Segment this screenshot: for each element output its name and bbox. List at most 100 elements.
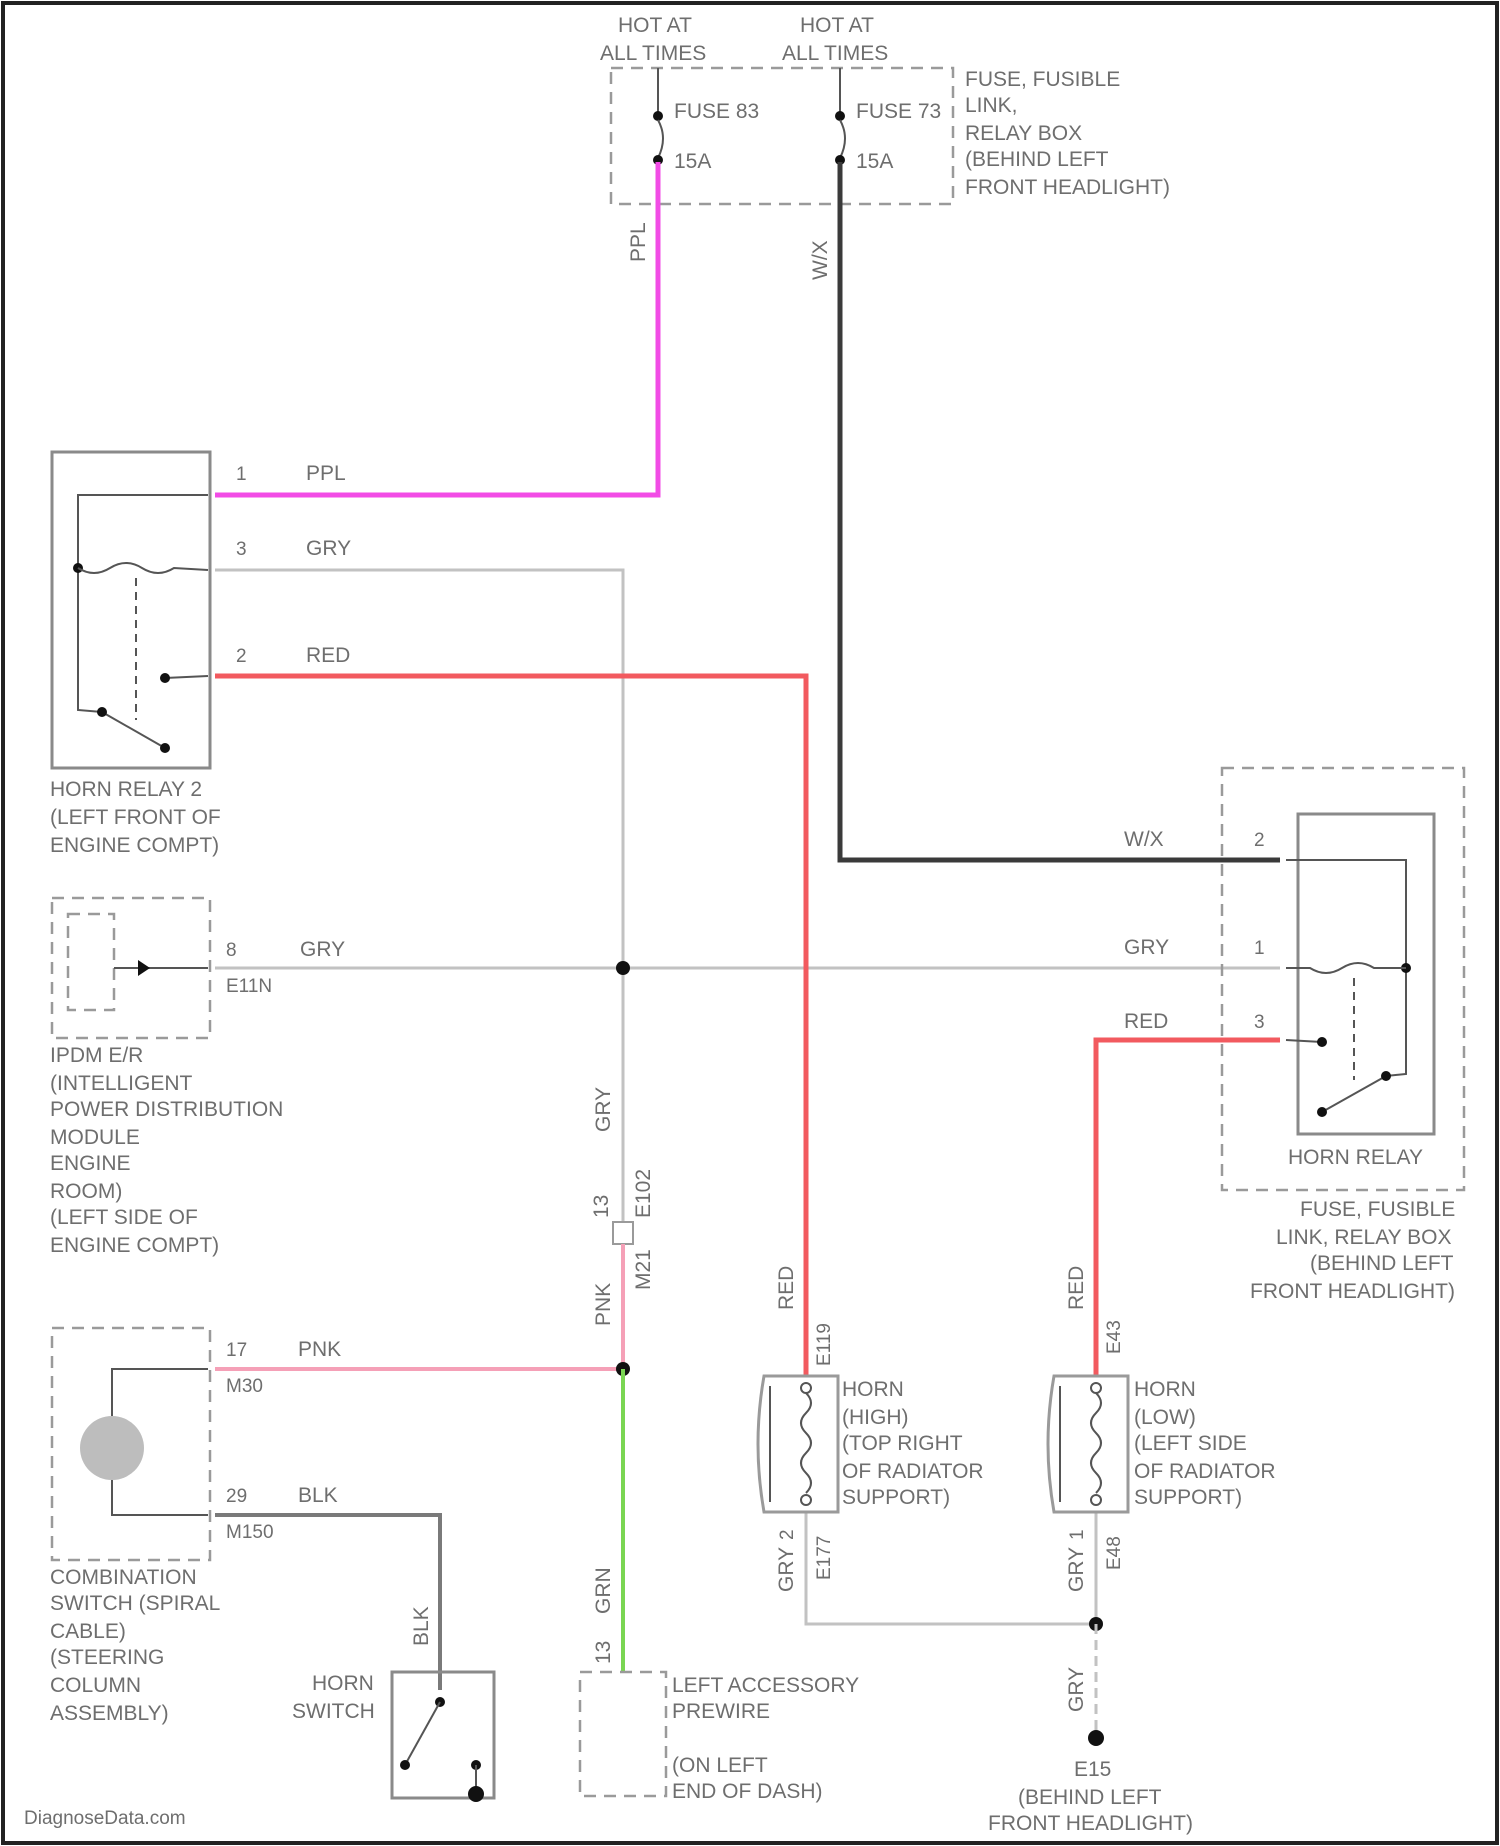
wire-red-horn-high [215,676,806,1376]
ipdm-connector-arrow [138,960,150,976]
ground-point [1088,1730,1104,1746]
horn-high-label-5: SUPPORT) [842,1486,950,1509]
horn-relay-coil [1286,963,1406,973]
horn-high-pin-bottom: 2 [777,1529,798,1540]
fuse-73-rating: 15A [856,150,893,173]
horn-switch-label-1: HORN [312,1672,374,1695]
watermark: DiagnoseData.com [24,1808,186,1829]
combination-switch-label-1: COMBINATION [50,1566,197,1589]
fuse-box-label-4: (BEHIND LEFT [965,148,1109,171]
wire-label-grn-pin: 13 [592,1641,615,1664]
fuse-box-label-1: FUSE, FUSIBLE [965,68,1120,91]
wire-label-pnk-vertical: PNK [592,1283,615,1326]
fuse-73-symbol [840,120,845,158]
ipdm-label-5: ENGINE [50,1152,131,1175]
combination-switch-conn-bottom: M150 [226,1522,274,1543]
fuse-73-name: FUSE 73 [856,100,941,123]
wire-label-grn-vertical: GRN [592,1567,615,1614]
wire-pnk [215,1244,623,1369]
accessory-prewire: LEFT ACCESSORY PREWIRE (ON LEFT END OF D… [580,1672,859,1803]
wire-label-gry-horn-low-out: GRY [1065,1547,1088,1592]
wire-wx [840,162,1280,860]
horn-high-label-3: (TOP RIGHT [842,1432,963,1455]
wire-ppl [215,162,658,495]
wire-label-ppl-vertical: PPL [627,222,650,262]
horn-relay-label: HORN RELAY [1288,1146,1423,1169]
horn-high-terminal-bottom [801,1495,811,1505]
fuse-83-name: FUSE 83 [674,100,759,123]
hot-at-all-times-1-line1: HOT AT [618,14,692,37]
horn-low-label-2: (LOW) [1134,1406,1196,1429]
fuse-83-symbol [658,120,663,158]
horn-relay-2-outline [52,452,210,768]
accessory-location-1: (ON LEFT [672,1754,768,1777]
combination-switch-label-2: SWITCH (SPIRAL [50,1592,220,1615]
ipdm-label-7: (LEFT SIDE OF [50,1206,198,1229]
wire-label-gry-ground: GRY [1065,1667,1088,1712]
ground-label-2: (BEHIND LEFT [1018,1786,1162,1809]
horn-relay-2-label-2: (LEFT FRONT OF [50,806,221,829]
fuse-83-rating: 15A [674,150,711,173]
inline-connector-pin: 13 [590,1195,613,1218]
wire-gry-relay2 [215,570,623,1222]
horn-relay-2-pin1-wire: PPL [306,462,346,485]
ipdm-connector: E11N [226,976,272,997]
combination-switch-label-3: CABLE) [50,1620,126,1643]
hot-at-all-times-1-line2: ALL TIMES [600,42,706,65]
hot-at-all-times-2-line1: HOT AT [800,14,874,37]
horn-relay-2-label-3: ENGINE COMPT) [50,834,219,857]
horn-relay-outline [1298,814,1434,1134]
inline-connector-id2: M21 [632,1249,655,1290]
fuse-box-top: HOT AT ALL TIMES HOT AT ALL TIMES FUSE 8… [600,14,1170,204]
horn-switch: HORN SWITCH [292,1672,494,1802]
horn-high-terminal-top [801,1383,811,1393]
horn-relay-pin3-wire: RED [1124,1010,1168,1033]
inline-connector-id: E102 [632,1169,655,1218]
wire-label-red-low-vertical: RED [1065,1266,1088,1310]
horn-relay-2-pin2-wire: RED [306,644,350,667]
horn-relay-pin1-wire: GRY [1124,936,1169,959]
horn-low-conn-top: E43 [1104,1320,1125,1354]
horn-high: E119 2 E177 HORN (HIGH) (TOP RIGHT OF RA… [758,1323,984,1580]
ground-label-1: E15 [1074,1758,1111,1781]
horn-low-label-5: SUPPORT) [1134,1486,1242,1509]
horn-switch-label-2: SWITCH [292,1700,375,1723]
horn-high-label-2: (HIGH) [842,1406,909,1429]
ipdm-pin: 8 [226,940,237,961]
fuse-box-label-5: FRONT HEADLIGHT) [965,176,1170,199]
horn-relay-box-label-3: (BEHIND LEFT [1310,1252,1454,1275]
hot-at-all-times-2-line2: ALL TIMES [782,42,888,65]
accessory-location-2: END OF DASH) [672,1780,823,1803]
horn-high-label-1: HORN [842,1378,904,1401]
accessory-label-1: LEFT ACCESSORY [672,1674,859,1697]
wire-label-wx-vertical: W/X [809,240,832,280]
horn-switch-outline [392,1672,494,1798]
horn-relay-2-pin3: 3 [236,539,247,560]
horn-low-coil [1091,1393,1101,1493]
junction-gry [616,961,630,975]
spiral-cable-icon [80,1416,144,1480]
horn-relay-pin2: 2 [1254,830,1265,851]
horn-relay-2-pin3-wire: GRY [306,537,351,560]
wire-label-gry-vertical: GRY [592,1087,615,1132]
horn-relay-pin1: 1 [1254,938,1265,959]
wire-label-gry-horn-high-out: GRY [775,1547,798,1592]
combination-switch: 17 M30 PNK 29 M150 BLK COMBINATION SWITC… [50,1328,341,1725]
horn-relay-2-pin1: 1 [236,464,247,485]
horn-relay-box-label-2: LINK, RELAY BOX [1276,1226,1451,1249]
ipdm-label-6: ROOM) [50,1180,122,1203]
horn-high-label-4: OF RADIATOR [842,1460,984,1483]
ipdm-wire: GRY [300,938,345,961]
horn-relay-pin3: 3 [1254,1012,1265,1033]
inline-connector [613,1222,633,1244]
ipdm-label-8: ENGINE COMPT) [50,1234,219,1257]
horn-relay-2: 1 PPL 3 GRY 2 RED HORN RELAY 2 (LEFT FRO… [50,452,351,857]
ipdm-er: 8 E11N GRY IPDM E/R (INTELLIGENT POWER D… [50,898,345,1257]
accessory-label-2: PREWIRE [672,1700,770,1723]
combination-switch-label-4: (STEERING [50,1646,164,1669]
horn-relay-box-label-4: FRONT HEADLIGHT) [1250,1280,1455,1303]
horn-low-conn-bottom: E48 [1104,1536,1125,1570]
ipdm-inner [68,914,114,1010]
horn-switch-ground [468,1786,484,1802]
